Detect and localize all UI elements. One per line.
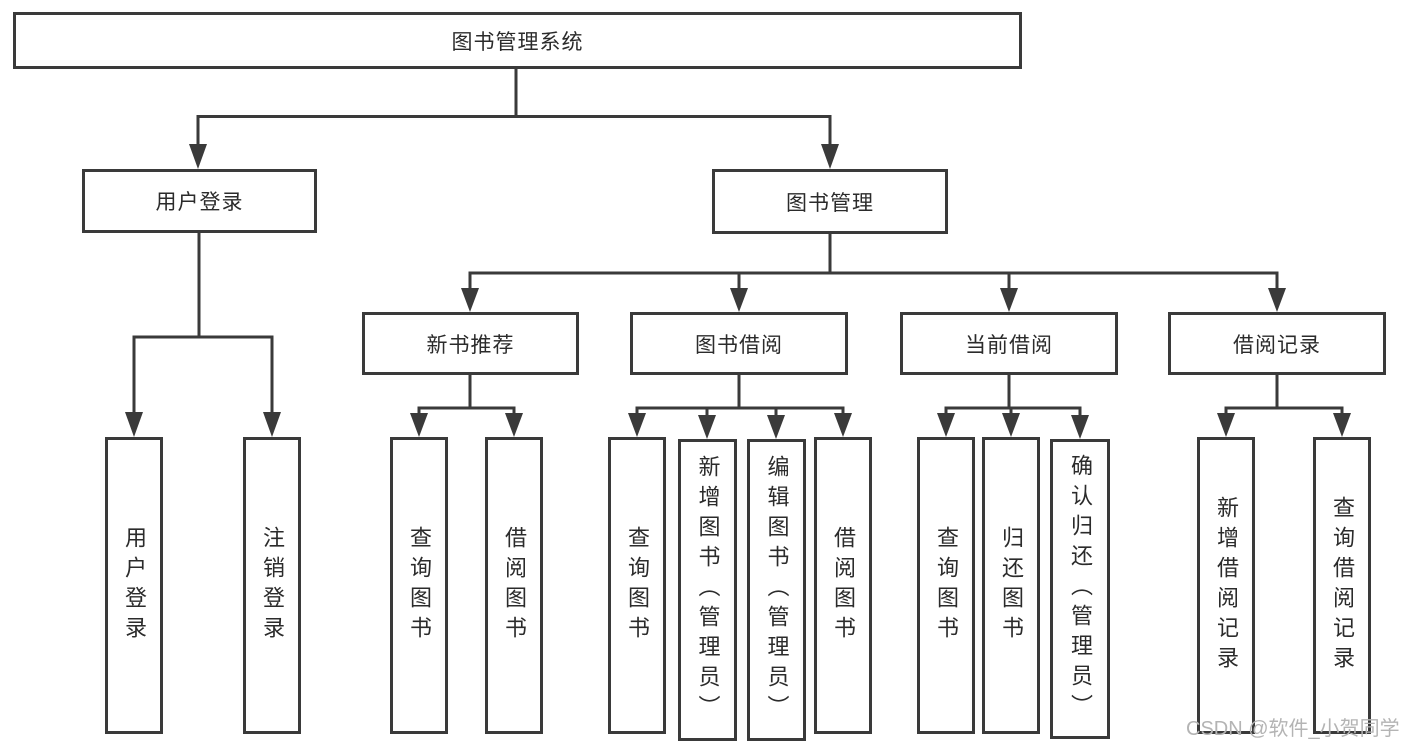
leaf-records-add-record: 新增借阅记录 [1197,437,1255,734]
leaf-borrowing-query-books-label: 查询图书 [625,525,650,646]
leaf-logout: 注销登录 [243,437,301,734]
leaf-borrowing-add-books-admin: 新增图书（管理员） [678,439,737,741]
node-user-login-label: 用户登录 [155,191,244,214]
leaf-records-query-record-label: 查询借阅记录 [1330,495,1355,676]
node-book-management-system-label: 图书管理系统 [451,30,584,54]
leaf-recommend-query-books-label: 查询图书 [407,525,432,646]
leaf-borrowing-borrow-books-label: 借阅图书 [831,525,856,646]
leaf-user-login: 用户登录 [105,437,163,734]
node-current-borrowing-label: 当前借阅 [965,333,1053,357]
leaf-user-login-label: 用户登录 [122,525,147,646]
leaf-borrowing-borrow-books: 借阅图书 [814,437,872,734]
leaf-recommend-borrow-books-label: 借阅图书 [502,525,527,646]
leaf-current-return-books-label: 归还图书 [999,525,1024,646]
leaf-borrowing-query-books: 查询图书 [608,437,666,734]
node-borrowing-records: 借阅记录 [1168,312,1386,375]
leaf-records-query-record: 查询借阅记录 [1313,437,1371,734]
leaf-borrowing-add-books-admin-label: 新增图书（管理员） [695,455,721,725]
node-book-management-system: 图书管理系统 [13,12,1022,69]
leaf-current-confirm-return-admin-label: 确认归还（管理员） [1068,454,1093,724]
node-book-borrowing: 图书借阅 [630,312,848,375]
leaf-current-return-books: 归还图书 [982,437,1040,734]
node-book-management: 图书管理 [712,169,948,234]
node-book-management-label: 图书管理 [786,191,874,215]
leaf-records-add-record-label: 新增借阅记录 [1214,495,1239,676]
node-new-book-recommendation-label: 新书推荐 [426,333,515,357]
node-user-login: 用户登录 [82,169,317,233]
leaf-borrowing-edit-books-admin: 编辑图书（管理员） [747,439,806,741]
node-book-borrowing-label: 图书借阅 [695,333,783,357]
leaf-recommend-query-books: 查询图书 [390,437,448,734]
leaf-current-confirm-return-admin: 确认归还（管理员） [1050,439,1110,739]
node-new-book-recommendation: 新书推荐 [362,312,579,375]
leaf-current-query-books-label: 查询图书 [934,525,959,646]
leaf-logout-label: 注销登录 [260,525,285,646]
node-borrowing-records-label: 借阅记录 [1233,333,1321,357]
watermark-text: CSDN @软件_小贺同学 [1186,718,1400,740]
leaf-current-query-books: 查询图书 [917,437,975,734]
leaf-recommend-borrow-books: 借阅图书 [485,437,543,734]
leaf-borrowing-edit-books-admin-label: 编辑图书（管理员） [764,455,790,725]
node-current-borrowing: 当前借阅 [900,312,1118,375]
